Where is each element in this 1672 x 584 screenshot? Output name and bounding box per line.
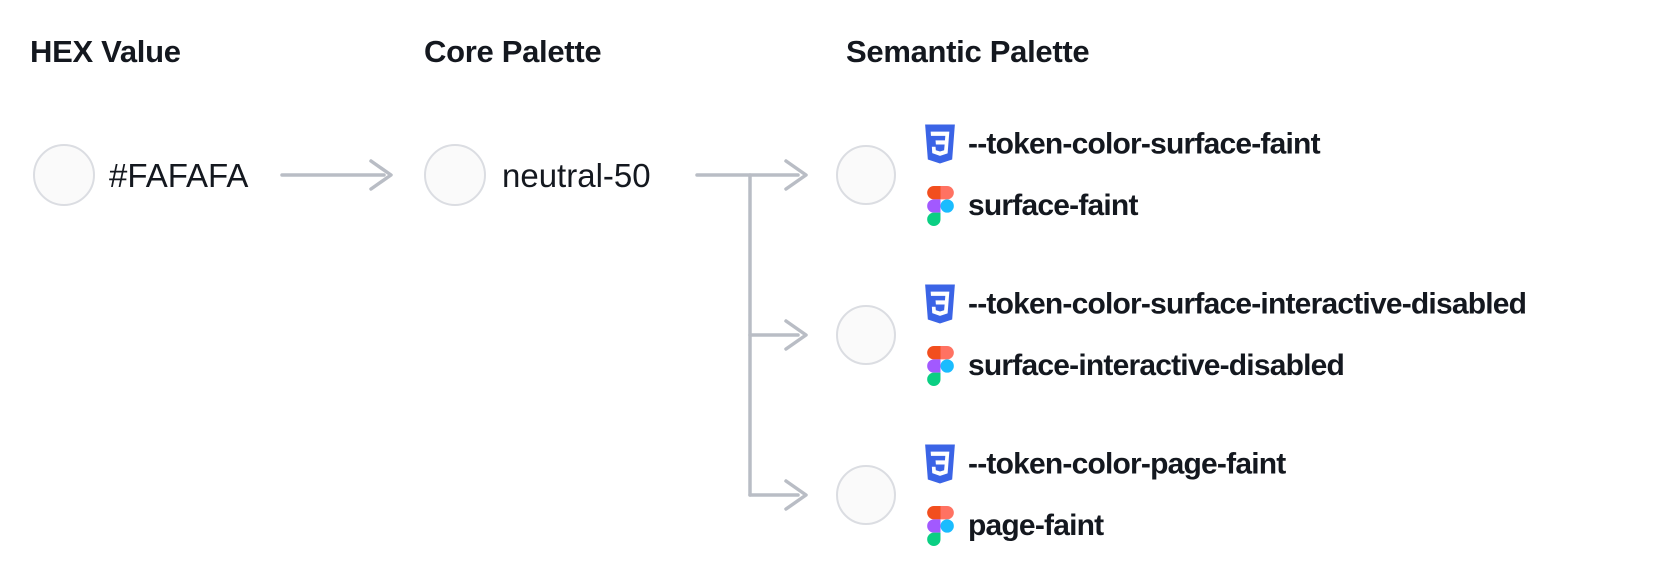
- css3-shield-icon: [922, 284, 958, 324]
- arrow-core-to-semantic-2-head: [784, 319, 808, 351]
- css-token-row: --token-color-page-faint: [922, 444, 1286, 484]
- css3-shield-icon: [922, 124, 958, 164]
- hex-value-label: #FAFAFA: [109, 157, 249, 194]
- figma-token-name: surface-interactive-disabled: [968, 349, 1345, 382]
- figma-token-row: page-faint: [922, 506, 1104, 546]
- figma-logo-icon: [922, 506, 958, 546]
- core-palette-label: neutral-50: [502, 157, 651, 194]
- css-token-name: --token-color-surface-interactive-disabl…: [968, 287, 1527, 320]
- css-token-name: --token-color-page-faint: [968, 447, 1286, 480]
- arrow-core-to-semantic-1-head: [784, 159, 808, 191]
- core-color-swatch: [424, 144, 486, 206]
- arrow-core-to-semantic-3-head: [784, 479, 808, 511]
- semantic-color-swatch: [836, 305, 896, 365]
- css3-shield-icon: [922, 444, 958, 484]
- semantic-color-swatch: [836, 145, 896, 205]
- hex-color-swatch: [33, 144, 95, 206]
- figma-token-row: surface-faint: [922, 186, 1138, 226]
- css-token-name: --token-color-surface-faint: [968, 127, 1321, 160]
- figma-token-row: surface-interactive-disabled: [922, 346, 1345, 386]
- css-token-row: --token-color-surface-faint: [922, 124, 1321, 164]
- arrow-hex-to-core-head: [369, 159, 393, 191]
- figma-logo-icon: [922, 346, 958, 386]
- core-palette-column-header: Core Palette: [424, 34, 602, 69]
- css-token-row: --token-color-surface-interactive-disabl…: [922, 284, 1527, 324]
- figma-token-name: page-faint: [968, 509, 1104, 542]
- hex-value-column-header: HEX Value: [30, 34, 181, 69]
- semantic-palette-column-header: Semantic Palette: [846, 34, 1090, 69]
- figma-token-name: surface-faint: [968, 189, 1138, 222]
- semantic-color-swatch: [836, 465, 896, 525]
- figma-logo-icon: [922, 186, 958, 226]
